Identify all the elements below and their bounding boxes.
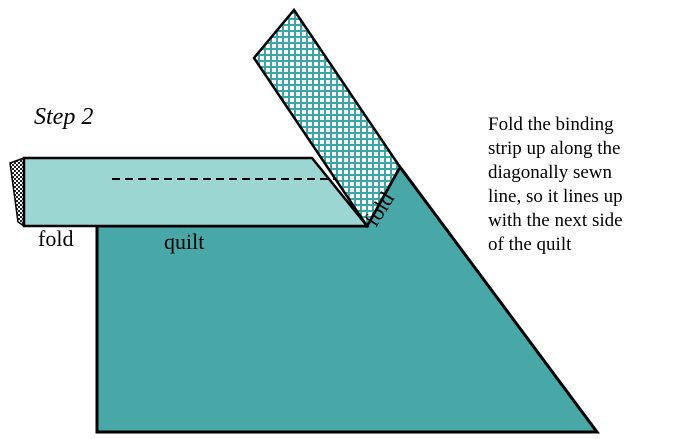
binding-end-fold [9,156,25,228]
binding-strip-folded [252,7,402,229]
instructions-line: of the quilt [488,234,572,255]
instructions-line: with the next side [488,210,623,231]
binding-strip [22,156,370,228]
fold-label-left: fold [38,226,74,251]
instructions-line: strip up along the [488,138,621,159]
instructions-line: Fold the binding [488,114,614,135]
quilt-label: quilt [164,229,205,254]
instructions-text: Fold the binding strip up along the diag… [488,113,683,257]
step-title: Step 2 [34,104,94,130]
instructions-line: line, so it lines up [488,186,623,207]
instructions-line: diagonally sewn [488,162,613,183]
